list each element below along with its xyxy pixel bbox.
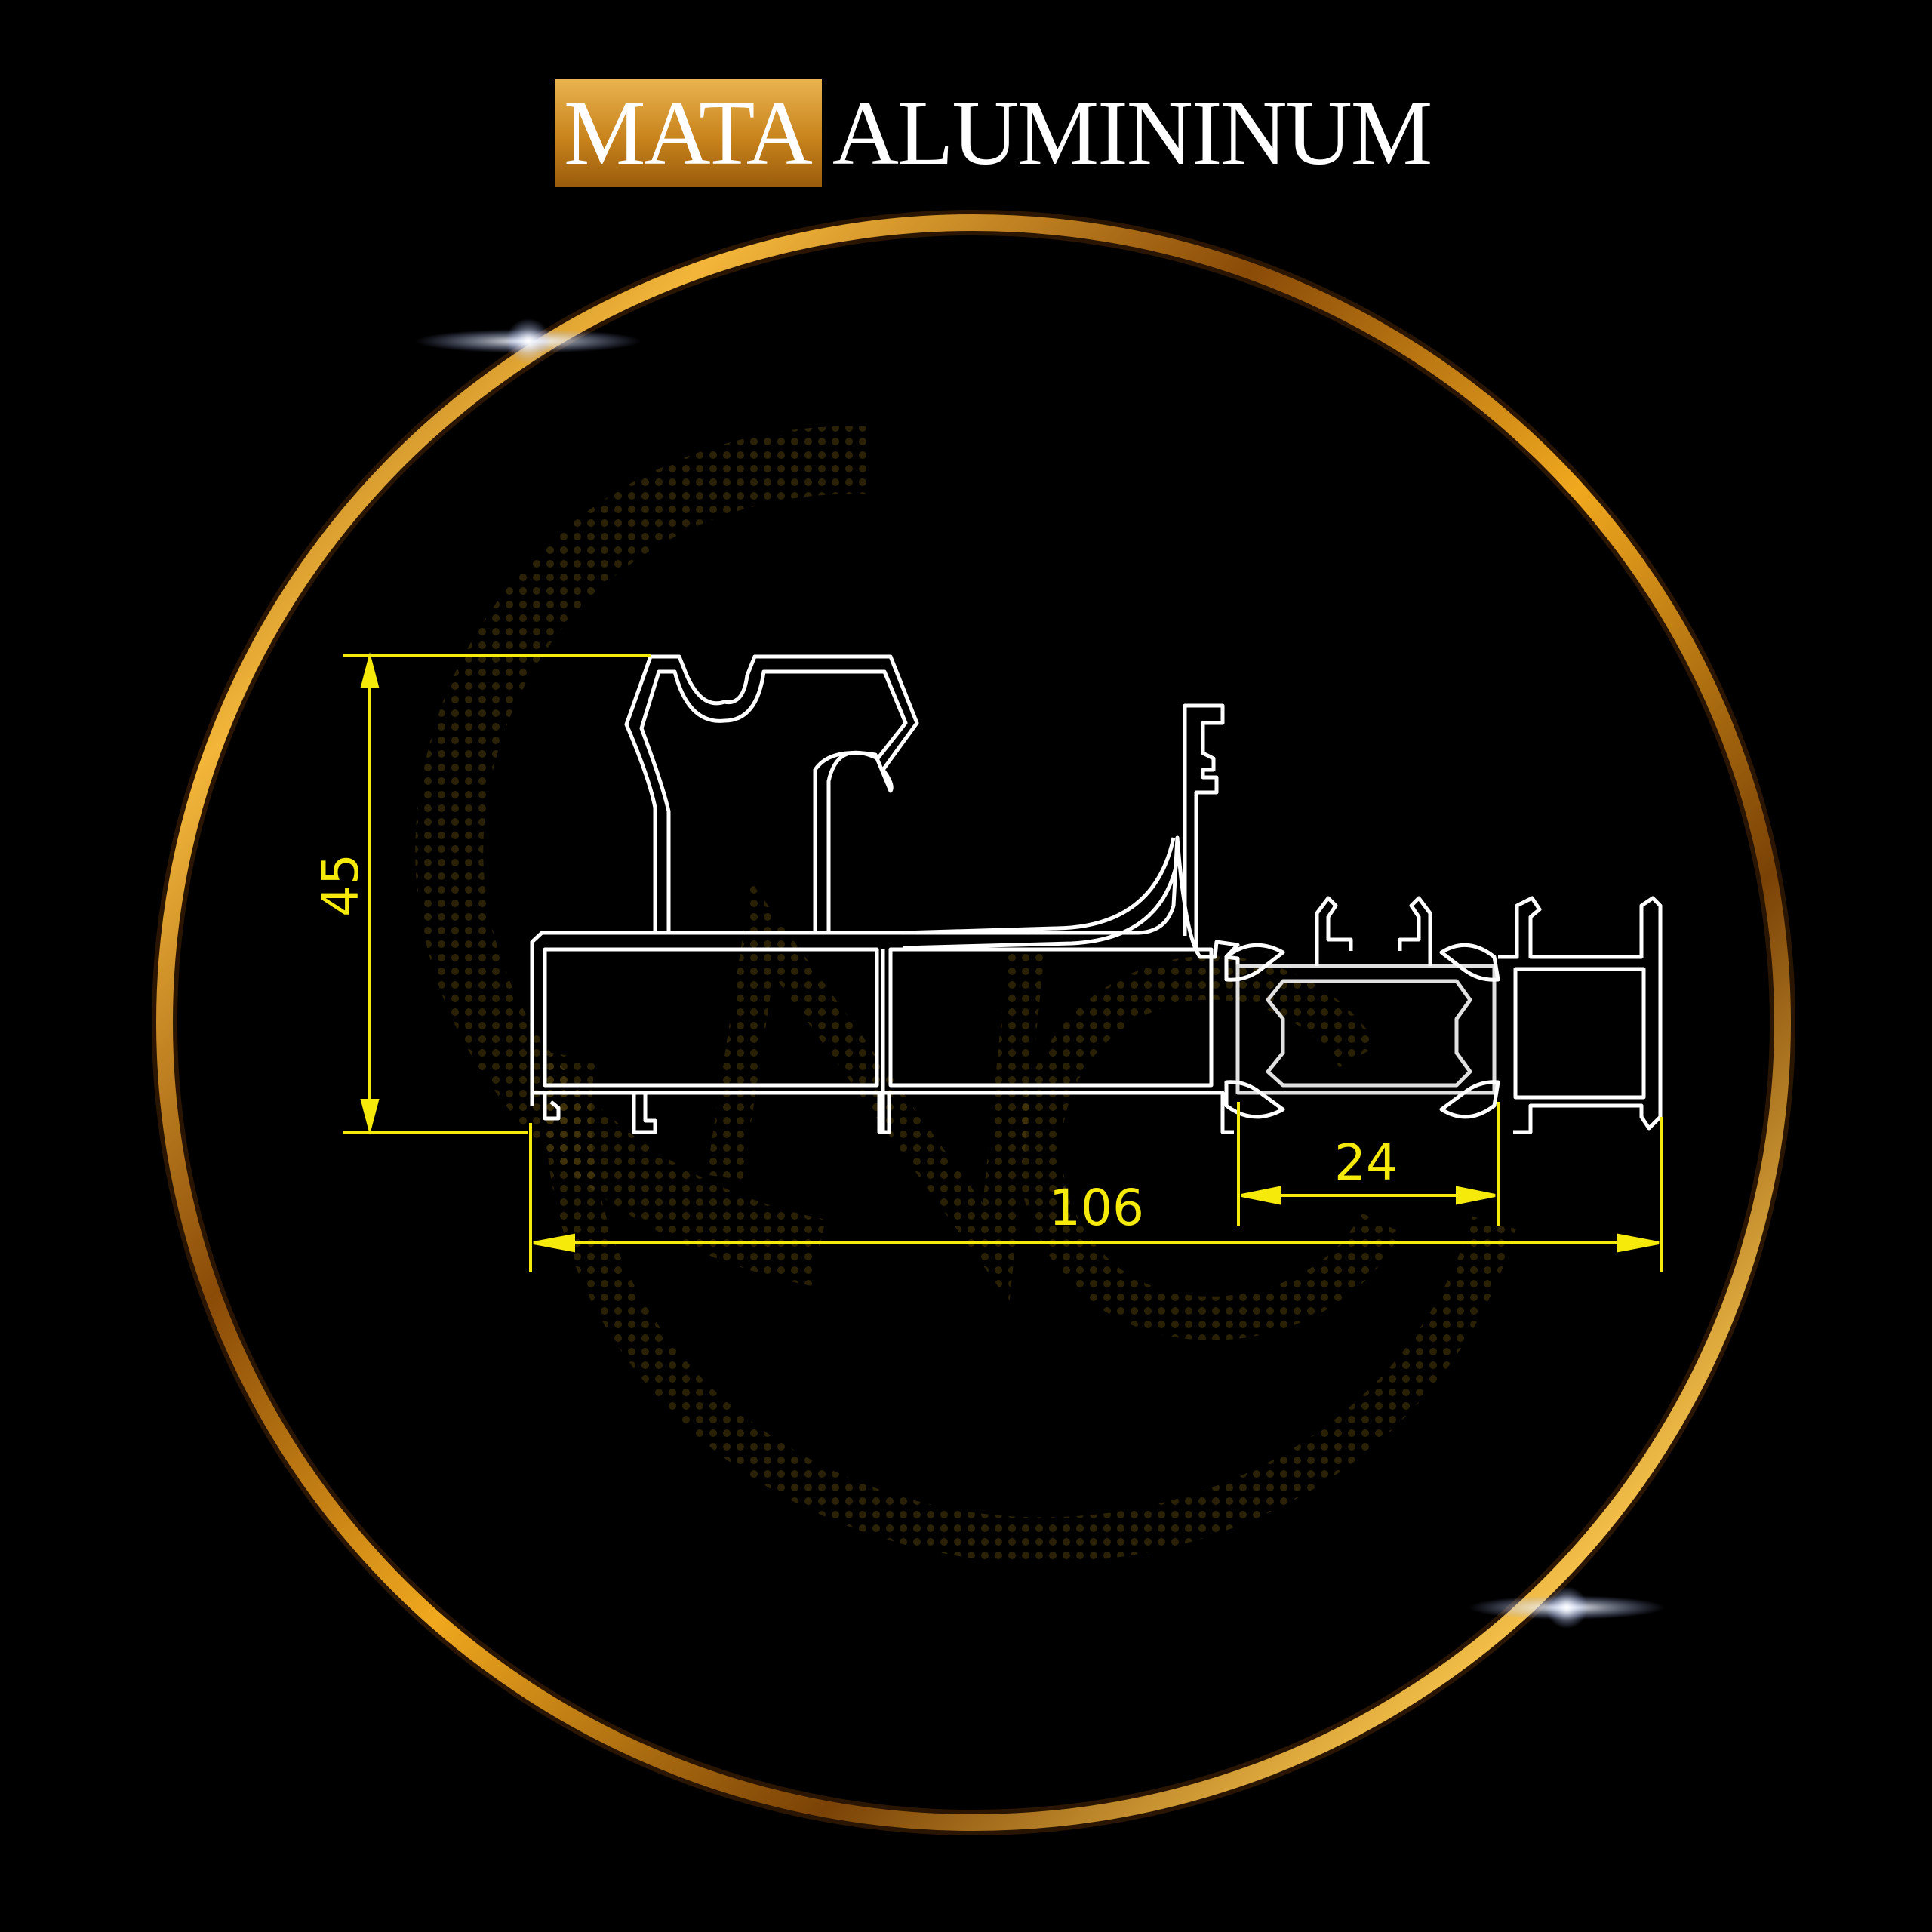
brand-logo: MATA ALUMININUM (555, 79, 1432, 187)
gold-ring-main (156, 214, 1791, 1831)
sparkle-bottom-right (1469, 1586, 1665, 1629)
dimension-label-height: 45 (311, 854, 370, 917)
brand-highlight-word: MATA (564, 82, 813, 184)
sparkle-top-left (415, 318, 641, 364)
nc-monogram-watermark-icon (415, 426, 1516, 1563)
profile-outline (530, 654, 1663, 1134)
dimension-lines (343, 652, 1663, 1272)
brand-highlight-box: MATA (555, 79, 822, 187)
dimension-label-overall-width: 106 (1049, 1179, 1144, 1237)
brand-rest-word: ALUMININUM (832, 82, 1432, 184)
dimension-label-insert-width: 24 (1334, 1134, 1398, 1192)
